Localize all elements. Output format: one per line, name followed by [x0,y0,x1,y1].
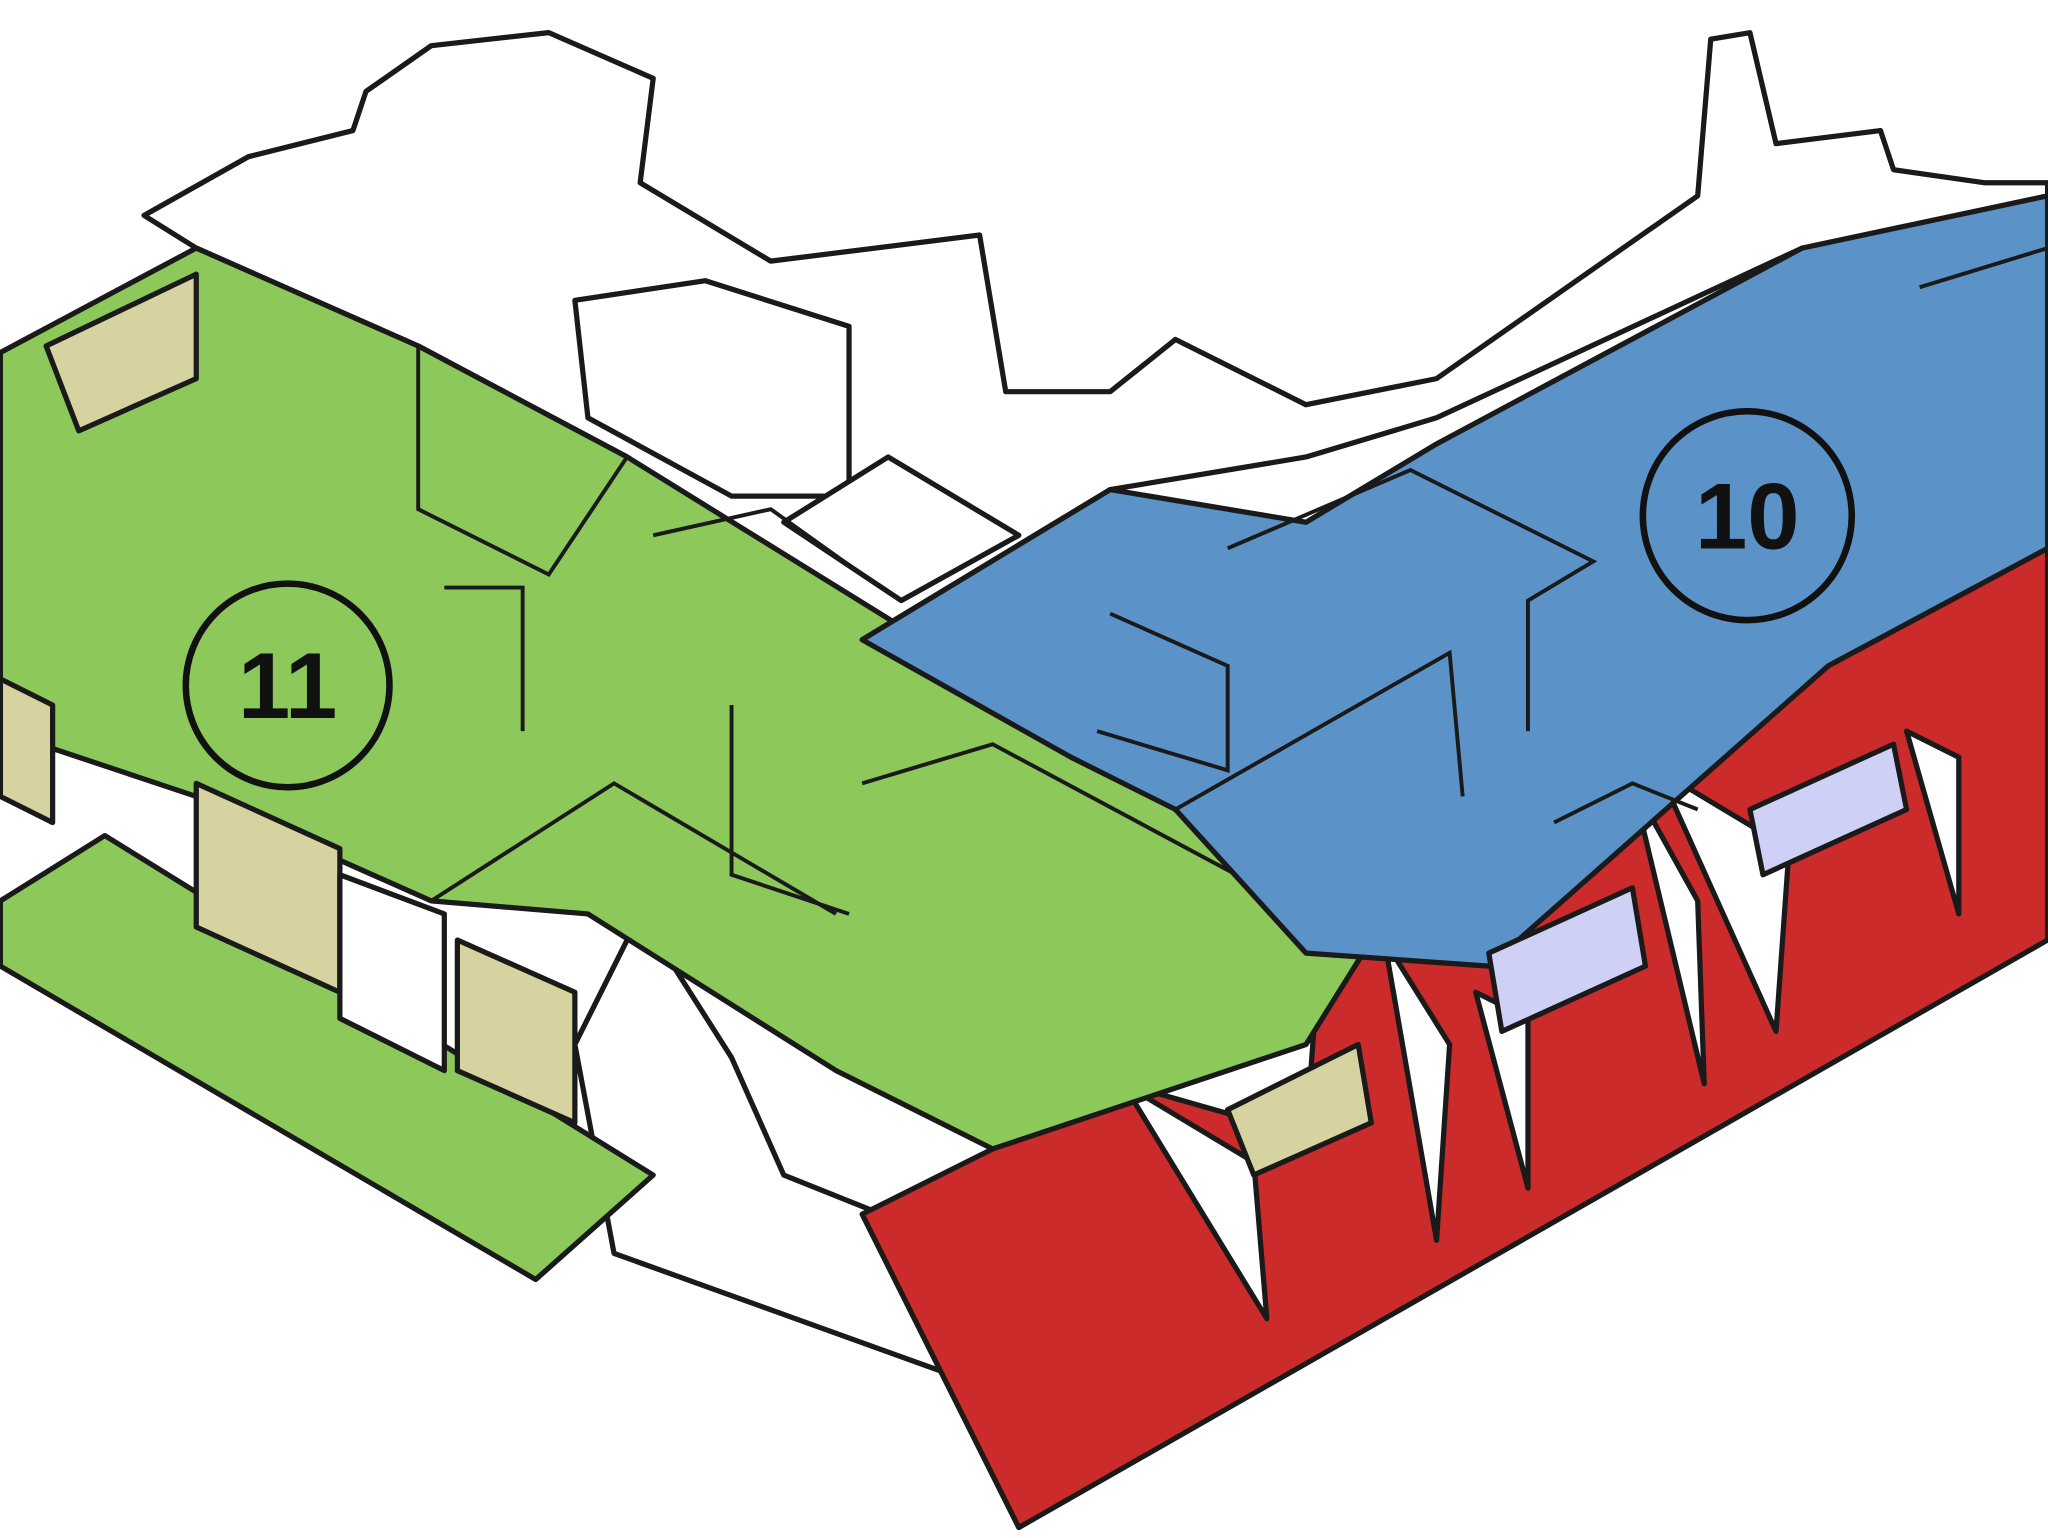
upper-structures [141,30,2048,1374]
unit-10-area [859,193,2048,1035]
unit-label-11: 11 [182,580,393,791]
unit-number-10: 10 [1695,463,1800,568]
unit-label-10: 10 [1639,408,1856,624]
unit-number-11: 11 [238,633,337,738]
unit-11-area [0,245,1374,1283]
